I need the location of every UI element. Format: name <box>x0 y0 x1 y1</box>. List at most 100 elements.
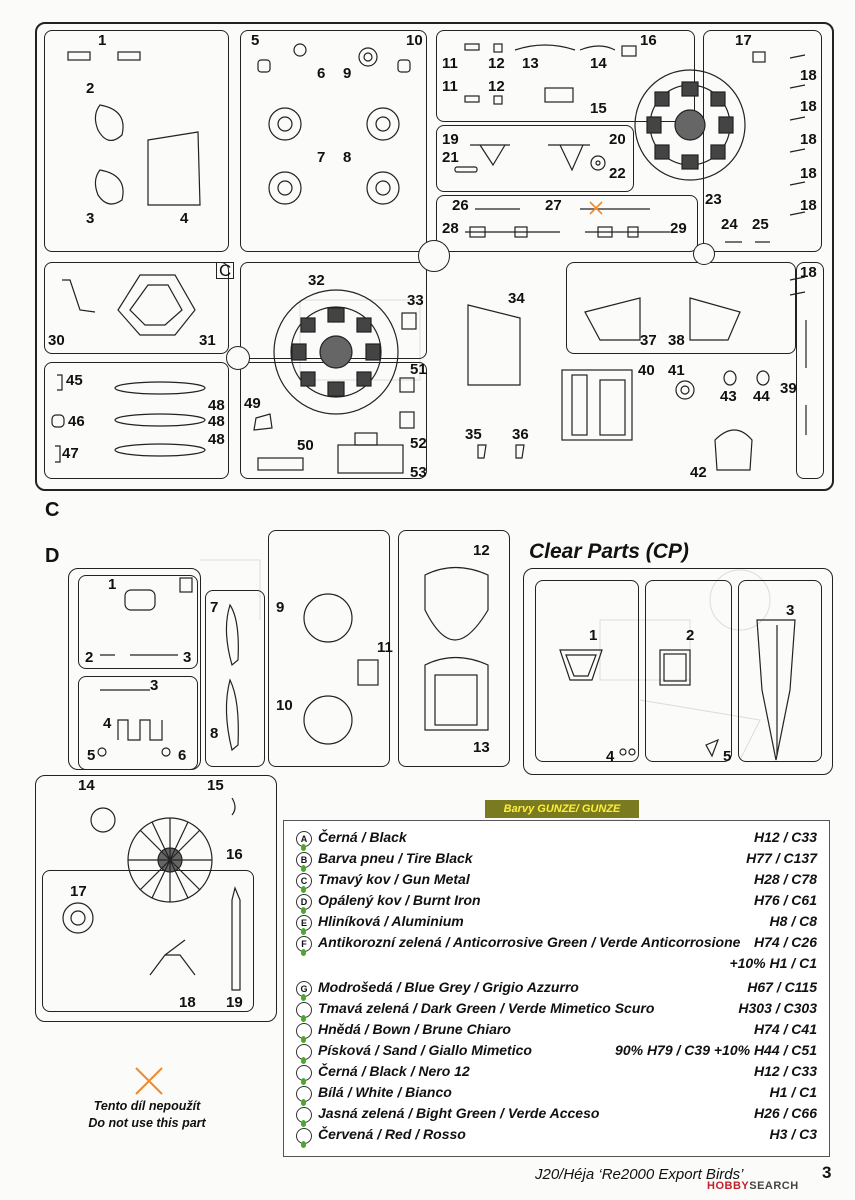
colour-row: Tmavá zelená / Dark Green / Verde Mimeti… <box>284 999 829 1022</box>
sprue-d-cell-cockpit <box>398 530 510 767</box>
part-number: 14 <box>590 55 607 72</box>
paint-drop-icon <box>301 1141 306 1148</box>
part-number: 15 <box>590 100 607 117</box>
colour-name: Modrošedá / Blue Grey / Grigio Azzurro <box>318 979 579 995</box>
part-number: 11 <box>442 78 458 95</box>
paint-drop-icon <box>301 886 306 893</box>
do-not-use-cross-icon <box>135 1067 163 1095</box>
part-number: 51 <box>410 361 427 378</box>
clear-parts-drawing <box>559 619 796 761</box>
part-number: 3 <box>183 649 192 666</box>
hobbysearch-watermark: HOBBYSEARCH <box>707 1180 799 1192</box>
sprue-c-cell-low-left <box>44 362 229 479</box>
part-number: 41 <box>668 362 685 379</box>
colour-name: Černá / Black / Nero 12 <box>318 1063 470 1079</box>
part-number: 22 <box>609 165 626 182</box>
part-number: 8 <box>210 725 219 742</box>
do-not-use-english: Do not use this part <box>88 1116 206 1130</box>
part-number: 29 <box>670 220 687 237</box>
part-number: 5 <box>251 32 260 49</box>
colour-name: Hnědá / Bown / Brune Chiaro <box>318 1021 511 1037</box>
sprue-c-cell-struts <box>436 125 634 192</box>
clear-parts-cell-left <box>535 580 639 762</box>
colour-name: Hliníková / Aluminium <box>318 913 464 929</box>
clear-parts-title: Clear Parts (CP) <box>529 540 689 563</box>
part-number: 21 <box>442 149 459 166</box>
paint-drop-icon <box>301 1120 306 1127</box>
sprue-c-cell-wheels <box>240 30 427 252</box>
page-number: 3 <box>822 1163 832 1182</box>
part-number: 15 <box>207 777 224 794</box>
part-number: 2 <box>86 80 95 97</box>
sprue-c-cell-rods <box>436 195 698 252</box>
part-number: 8 <box>343 149 352 166</box>
part-number: 38 <box>668 332 685 349</box>
paint-drop-icon <box>301 907 306 914</box>
colour-code: H26 / C66 <box>753 1105 817 1121</box>
part-number: 39 <box>780 380 797 397</box>
do-not-use-czech: Tento díl nepoužít <box>93 1099 201 1113</box>
clear-parts-cell-right <box>738 580 822 762</box>
sprue-c-cell-right-strip <box>796 262 824 479</box>
part-number: 2 <box>686 627 695 644</box>
part-number: 48 <box>208 413 225 430</box>
part-number: 28 <box>442 220 459 237</box>
colour-code: H12 / C33 <box>753 1063 817 1079</box>
part-number: 30 <box>48 332 65 349</box>
colour-code: H74 / C26 <box>753 934 817 950</box>
part-number: 13 <box>473 739 490 756</box>
sprue-c-cell-top-left <box>44 30 229 252</box>
colour-name: Opálený kov / Burnt Iron <box>318 892 481 908</box>
part-number: 18 <box>800 197 817 214</box>
sprue-c-gate-node <box>693 243 715 265</box>
colour-code: H77 / C137 <box>746 850 817 866</box>
paint-drop-icon <box>301 1078 306 1085</box>
part-number: 16 <box>640 32 657 49</box>
paint-drop-icon <box>301 1099 306 1106</box>
part-number: 32 <box>308 272 325 289</box>
colour-code: 90% H79 / C39 +10% H44 / C51 <box>615 1042 817 1058</box>
part-number: 37 <box>640 332 657 349</box>
colour-code: H3 / C3 <box>769 1126 817 1142</box>
colour-row-continuation: +10% H1 / C1 <box>284 954 829 975</box>
part-number: 18 <box>179 994 196 1011</box>
colour-name: Tmavá zelená / Dark Green / Verde Mimeti… <box>318 1000 655 1016</box>
part-number: 48 <box>208 431 225 448</box>
sprue-d-cell-discs <box>268 530 390 767</box>
paint-drop-icon <box>301 928 306 935</box>
part-number: 12 <box>473 542 490 559</box>
part-number: 1 <box>108 576 117 593</box>
part-number: 52 <box>410 435 427 452</box>
colour-name: Bílá / White / Bianco <box>318 1084 452 1100</box>
part-number: 18 <box>800 264 817 281</box>
colour-name: Červená / Red / Rosso <box>318 1126 466 1142</box>
sprue-d-cell-bottom-left <box>42 870 254 1012</box>
part-number: 17 <box>70 883 87 900</box>
colour-name: Černá / Black <box>318 829 407 845</box>
part-number: 42 <box>690 464 707 481</box>
part-number: 35 <box>465 426 482 443</box>
sprue-c-cell-panels <box>566 262 796 354</box>
colour-code: H76 / C61 <box>753 892 817 908</box>
paint-drop-icon <box>301 949 306 956</box>
footer-title: J20/Héja ‘Re2000 Export Birds’ <box>535 1166 744 1183</box>
paint-drop-icon <box>301 1057 306 1064</box>
part-number: 2 <box>85 649 94 666</box>
sprue-c-parts-drawing <box>51 43 807 474</box>
part-number: 14 <box>78 777 95 794</box>
part-number: 13 <box>522 55 539 72</box>
part-number: 50 <box>297 437 314 454</box>
watermark-part2: SEARCH <box>749 1180 799 1192</box>
part-number: 19 <box>442 131 459 148</box>
clear-parts-frame <box>523 568 833 775</box>
part-number: 26 <box>452 197 469 214</box>
part-number: 23 <box>705 191 722 208</box>
colour-name: Písková / Sand / Giallo Mimetico <box>318 1042 532 1058</box>
part-number: 3 <box>786 602 795 619</box>
